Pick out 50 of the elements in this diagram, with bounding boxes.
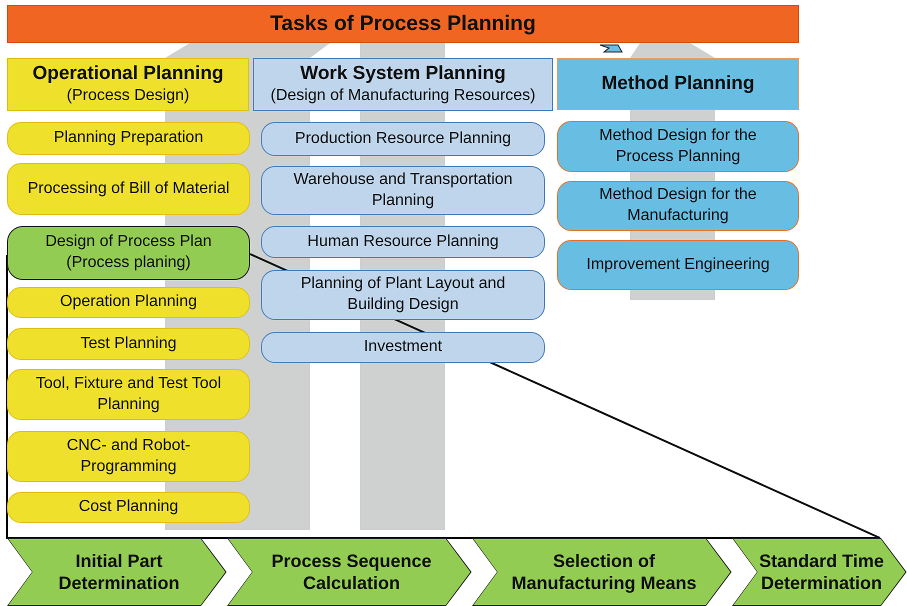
- column-subtitle: (Process Design): [66, 86, 190, 106]
- task-label: Planning Preparation: [54, 128, 204, 148]
- task-box: [261, 166, 545, 215]
- task-label: CNC- and Robot-Programming: [66, 436, 192, 476]
- process-step: [472, 538, 732, 606]
- title-band: [7, 5, 799, 43]
- task-label: Operation Planning: [60, 292, 197, 312]
- step-label: Standard Time Determination: [758, 550, 885, 594]
- task-box: [7, 431, 250, 482]
- task-label: Method Design for the Manufacturing: [598, 185, 758, 226]
- task-box: [261, 226, 545, 258]
- task-box: [261, 332, 545, 363]
- step-label: Process Sequence Calculation: [270, 550, 433, 594]
- task-box: [7, 492, 250, 523]
- task-label: Investment: [364, 337, 442, 358]
- process-step: [732, 538, 907, 606]
- column-header: [253, 58, 553, 111]
- title-text: Tasks of Process Planning: [270, 11, 536, 38]
- task-box: [557, 181, 799, 231]
- process-step: [227, 538, 472, 606]
- task-label: Human Resource Planning: [307, 232, 499, 252]
- task-label: Design of Process Plan (Process planing): [44, 232, 213, 273]
- task-box: [7, 287, 250, 318]
- task-box: [7, 163, 250, 215]
- task-box: [557, 240, 799, 290]
- task-label: Processing of Bill of Material: [28, 178, 230, 199]
- task-box: [261, 122, 545, 156]
- task-label: Planning of Plant Layout and Building Design: [300, 274, 506, 315]
- task-label: Tool, Fixture and Test Tool Planning: [34, 374, 222, 414]
- column-title: Work System Planning: [300, 62, 506, 86]
- task-label: Warehouse and Transportation Planning: [292, 170, 514, 210]
- task-box: [7, 328, 250, 360]
- task-box: [7, 122, 250, 155]
- step-label: Selection of Manufacturing Means: [510, 550, 698, 594]
- column-header: [557, 58, 799, 110]
- task-box: [7, 369, 250, 420]
- step-label: Initial Part Determination: [57, 550, 181, 594]
- task-label: Improvement Engineering: [586, 254, 770, 275]
- highlighted-task-box: [7, 226, 250, 280]
- column-header: [7, 58, 249, 111]
- task-label: Production Resource Planning: [294, 128, 512, 149]
- task-label: Cost Planning: [78, 497, 178, 518]
- process-step: [7, 538, 227, 606]
- task-label: Method Design for the Process Planning: [598, 126, 758, 166]
- task-box: [557, 121, 799, 172]
- task-label: Test Planning: [80, 334, 177, 354]
- task-box: [261, 270, 545, 320]
- column-title: Method Planning: [601, 72, 755, 96]
- column-subtitle: (Design of Manufacturing Resources): [270, 86, 536, 106]
- column-title: Operational Planning: [32, 62, 224, 86]
